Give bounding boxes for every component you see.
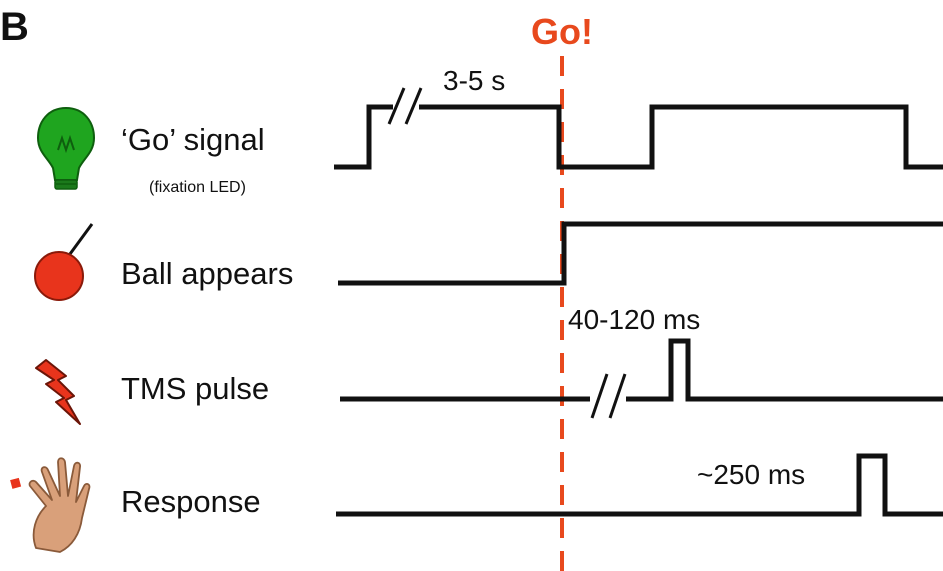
row-label-tms-pulse: TMS pulse (121, 371, 269, 406)
red-ball-icon (34, 223, 94, 301)
go-delay-break-mark (387, 87, 406, 125)
go-label: Go! (531, 11, 593, 52)
go-delay-label: 3-5 s (443, 65, 505, 96)
lightbulb-icon (36, 106, 96, 190)
row-label-go-signal: ‘Go’ signal (121, 122, 265, 157)
response-delay-label: ~250 ms (697, 459, 805, 490)
lightning-bolt-icon (35, 359, 81, 425)
tms-delay-break-mark (590, 373, 609, 419)
row-label-ball-appears: Ball appears (121, 256, 293, 291)
panel-label: B (0, 5, 29, 49)
tms-pulse-trace (340, 338, 943, 402)
row-label-response: Response (121, 484, 261, 519)
hand-icon (10, 457, 91, 553)
go-signal-trace (334, 104, 943, 170)
response-trace (336, 453, 943, 517)
ball-appears-trace (338, 221, 943, 286)
row-sublabel-fixation-led: (fixation LED) (149, 179, 246, 196)
tms-delay-label: 40-120 ms (568, 304, 700, 335)
